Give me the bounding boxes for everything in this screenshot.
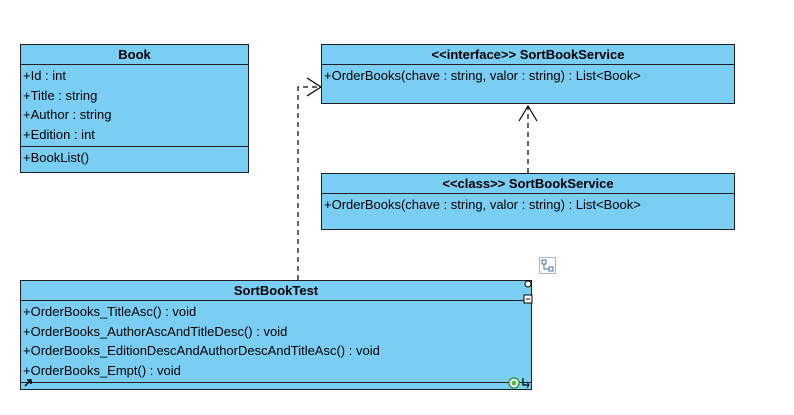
operation-row: +OrderBooks_TitleAsc() : void (23, 304, 197, 319)
dependency-arrow[interactable] (297, 77, 323, 280)
operation-row: +OrderBooks(chave : string, valor : stri… (324, 197, 641, 212)
attribute-row: +Author : string (23, 107, 112, 123)
operation-row: +OrderBooks_Empt() : void (23, 362, 181, 378)
attribute-row: +Id : int (23, 68, 66, 83)
class-name: <<interface>> SortBookService (322, 45, 734, 65)
connector-arrow-icon[interactable] (521, 377, 531, 389)
attribute-row: +Title : string (23, 87, 98, 103)
class-name: Book (21, 45, 248, 65)
attribute-row: +Edition : int (23, 126, 95, 142)
operations-section: +BookList() (21, 147, 248, 170)
realization-arrow[interactable] (518, 104, 538, 173)
operation-row: +OrderBooks_EditionDescAndAuthorDescAndT… (23, 343, 380, 359)
class-name: SortBookTest (21, 281, 531, 301)
operations-section: +OrderBooks(chave : string, valor : stri… (322, 65, 734, 88)
operations-section: +OrderBooks_TitleAsc() : void +OrderBook… (21, 301, 531, 384)
resource-icon[interactable] (523, 279, 533, 289)
class-sort-book-test[interactable]: SortBookTest +OrderBooks_TitleAsc() : vo… (20, 279, 533, 390)
operations-section: +OrderBooks(chave : string, valor : stri… (322, 194, 734, 217)
operation-row: +OrderBooks_AuthorAscAndTitleDesc() : vo… (23, 323, 288, 339)
interface-sort-book-service[interactable]: <<interface>> SortBookService +OrderBook… (321, 44, 735, 104)
class-name: <<class>> SortBookService (322, 174, 734, 194)
operation-row: +BookList() (23, 150, 90, 166)
operation-row: +OrderBooks(chave : string, valor : stri… (324, 68, 641, 83)
attributes-section: +Id : int +Title : string +Author : stri… (21, 65, 248, 148)
collapse-icon[interactable] (523, 294, 533, 304)
class-book[interactable]: Book +Id : int +Title : string +Author :… (20, 44, 249, 173)
corner-arrow-icon[interactable] (23, 378, 33, 388)
class-sort-book-service[interactable]: <<class>> SortBookService +OrderBooks(ch… (321, 173, 735, 230)
connector-toggle-icon[interactable] (539, 257, 556, 274)
link-icon[interactable] (508, 377, 520, 389)
